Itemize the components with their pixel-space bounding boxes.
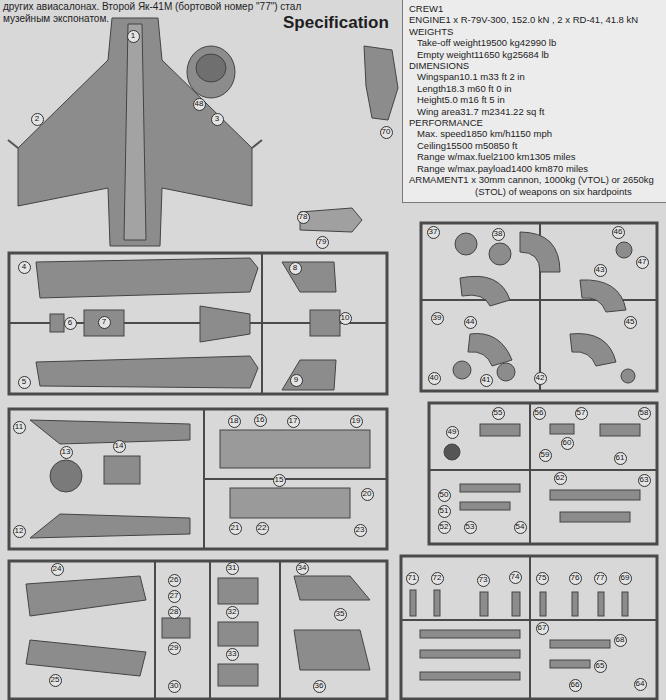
callout-number: 19 bbox=[350, 415, 363, 428]
callout-number: 33 bbox=[226, 648, 239, 661]
callout-number: 63 bbox=[638, 474, 651, 487]
spec-line: Range w/max.fuel2100 km1305 miles bbox=[409, 151, 662, 162]
callout-number: 13 bbox=[60, 446, 73, 459]
callout-number: 73 bbox=[477, 574, 490, 587]
callout-number: 7 bbox=[98, 316, 111, 329]
callout-number: 22 bbox=[256, 522, 269, 535]
callout-number: 2 bbox=[31, 113, 44, 126]
callout-number: 72 bbox=[431, 572, 444, 585]
callout-number: 49 bbox=[446, 426, 459, 439]
callout-number: 61 bbox=[614, 452, 627, 465]
callout-number: 70 bbox=[380, 126, 393, 139]
page-heading: Specification bbox=[283, 13, 389, 33]
callout-number: 51 bbox=[438, 505, 451, 518]
callout-number: 50 bbox=[438, 489, 451, 502]
callout-number: 37 bbox=[427, 226, 440, 239]
callout-number: 58 bbox=[638, 407, 651, 420]
callout-number: 14 bbox=[113, 440, 126, 453]
callout-number: 20 bbox=[361, 488, 374, 501]
callout-number: 66 bbox=[569, 679, 582, 692]
spec-box: CREW1ENGINE1 x R-79V-300, 152.0 kN , 2 x… bbox=[402, 0, 666, 203]
callout-number: 54 bbox=[514, 521, 527, 534]
spec-line: ARMAMENT1 x 30mm cannon, 1000kg (VTOL) o… bbox=[409, 174, 662, 197]
spec-line: Wingspan10.1 m33 ft 2 in bbox=[409, 71, 662, 82]
callout-number: 9 bbox=[290, 374, 303, 387]
callout-number: 32 bbox=[226, 606, 239, 619]
spec-line: Range w/max.payload1400 km870 miles bbox=[409, 163, 662, 174]
callout-number: 75 bbox=[536, 572, 549, 585]
callout-number: 41 bbox=[480, 374, 493, 387]
callout-number: 77 bbox=[594, 572, 607, 585]
spec-line: ENGINE1 x R-79V-300, 152.0 kN , 2 x RD-4… bbox=[409, 14, 662, 25]
spec-line: WEIGHTS bbox=[409, 26, 662, 37]
callout-number: 60 bbox=[561, 437, 574, 450]
callout-number: 74 bbox=[509, 571, 522, 584]
intro-text: других авиасалонах. Второй Як-41М (борто… bbox=[3, 1, 303, 25]
spec-line: Max. speed1850 km/h1150 mph bbox=[409, 128, 662, 139]
callout-number: 46 bbox=[612, 226, 625, 239]
callout-number: 55 bbox=[492, 407, 505, 420]
callout-number: 47 bbox=[636, 256, 649, 269]
spec-line: Height5.0 m16 ft 5 in bbox=[409, 94, 662, 105]
spec-line: Wing area31.7 m2341.22 sq ft bbox=[409, 106, 662, 117]
callout-number: 6 bbox=[64, 317, 77, 330]
callout-number: 45 bbox=[624, 316, 637, 329]
callout-number: 68 bbox=[614, 634, 627, 647]
callout-number: 78 bbox=[297, 211, 310, 224]
callout-number: 11 bbox=[13, 421, 26, 434]
callout-number: 62 bbox=[554, 472, 567, 485]
callout-number: 4 bbox=[18, 261, 31, 274]
callout-number: 53 bbox=[464, 521, 477, 534]
callout-number: 64 bbox=[634, 678, 647, 691]
callout-number: 15 bbox=[273, 474, 286, 487]
callout-number: 43 bbox=[594, 264, 607, 277]
spec-line: Take-off weight19500 kg42990 lb bbox=[409, 37, 662, 48]
callout-number: 12 bbox=[13, 525, 26, 538]
spec-line: Ceiling15500 m50850 ft bbox=[409, 140, 662, 151]
callout-number: 28 bbox=[168, 606, 181, 619]
callout-number: 57 bbox=[575, 407, 588, 420]
callout-number: 10 bbox=[339, 312, 352, 325]
spec-line: Empty weight11650 kg25684 lb bbox=[409, 49, 662, 60]
callout-number: 25 bbox=[49, 674, 62, 687]
callout-number: 29 bbox=[168, 642, 181, 655]
callout-number: 30 bbox=[168, 680, 181, 693]
callout-number: 34 bbox=[296, 562, 309, 575]
callout-number: 67 bbox=[536, 622, 549, 635]
callout-number: 26 bbox=[168, 574, 181, 587]
callout-number: 65 bbox=[594, 660, 607, 673]
spec-line: CREW1 bbox=[409, 3, 662, 14]
callout-number: 39 bbox=[431, 312, 444, 325]
callout-number: 3 bbox=[211, 113, 224, 126]
callout-number: 59 bbox=[539, 449, 552, 462]
callout-number: 5 bbox=[18, 376, 31, 389]
callout-number: 71 bbox=[406, 572, 419, 585]
callout-number: 31 bbox=[226, 562, 239, 575]
callout-number: 79 bbox=[316, 236, 329, 249]
callout-number: 16 bbox=[254, 414, 267, 427]
callout-number: 76 bbox=[569, 572, 582, 585]
callout-number: 27 bbox=[168, 590, 181, 603]
callout-number: 44 bbox=[464, 316, 477, 329]
callout-number: 17 bbox=[287, 415, 300, 428]
spec-line: DIMENSIONS bbox=[409, 60, 662, 71]
callout-number: 69 bbox=[619, 572, 632, 585]
callout-number: 8 bbox=[289, 262, 302, 275]
callout-number: 18 bbox=[228, 415, 241, 428]
spec-line: PERFORMANCE bbox=[409, 117, 662, 128]
callout-number: 36 bbox=[313, 680, 326, 693]
callout-number: 52 bbox=[438, 521, 451, 534]
callout-number: 56 bbox=[533, 407, 546, 420]
callout-number: 23 bbox=[354, 524, 367, 537]
callout-number: 38 bbox=[492, 228, 505, 241]
spec-line: Length18.3 m60 ft 0 in bbox=[409, 83, 662, 94]
callout-number: 35 bbox=[334, 608, 347, 621]
callout-number: 42 bbox=[534, 372, 547, 385]
callout-number: 48 bbox=[193, 98, 206, 111]
callout-number: 24 bbox=[51, 563, 64, 576]
callout-number: 21 bbox=[229, 522, 242, 535]
callout-number: 40 bbox=[428, 372, 441, 385]
callout-number: 1 bbox=[127, 30, 140, 43]
